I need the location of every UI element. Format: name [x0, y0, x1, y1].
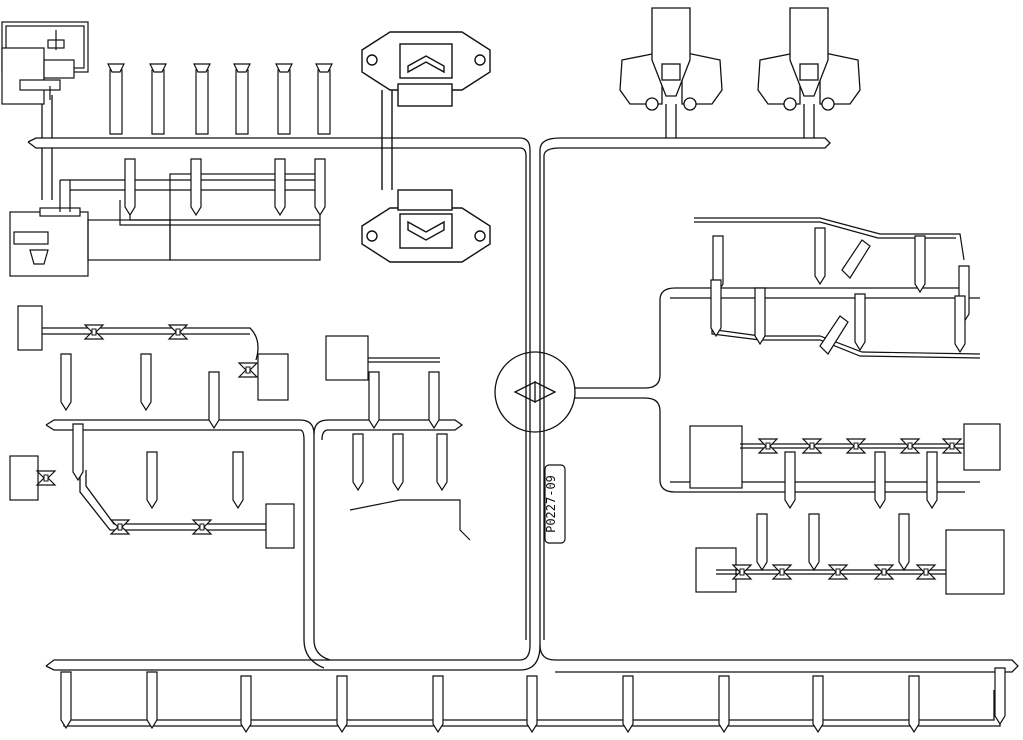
left-middle-parts [9, 305, 471, 549]
top-runner [27, 95, 831, 200]
part-code-text: P0227-09 [544, 475, 558, 533]
bottom-gates [60, 667, 1006, 733]
clip-plate-upper [361, 31, 491, 190]
clip-plate-lower [361, 189, 491, 263]
top-left-part [1, 21, 89, 105]
nozzle-row [107, 63, 333, 216]
left-middle-runner [40, 327, 464, 669]
right-lower-parts [689, 423, 1005, 595]
left-mid-part [9, 173, 321, 277]
part-code-label: P0227-09 [544, 464, 566, 544]
central-spine [494, 150, 980, 645]
bracket-part-1 [619, 7, 723, 138]
bracket-part-2 [757, 7, 861, 138]
right-upper-parts [694, 217, 981, 359]
